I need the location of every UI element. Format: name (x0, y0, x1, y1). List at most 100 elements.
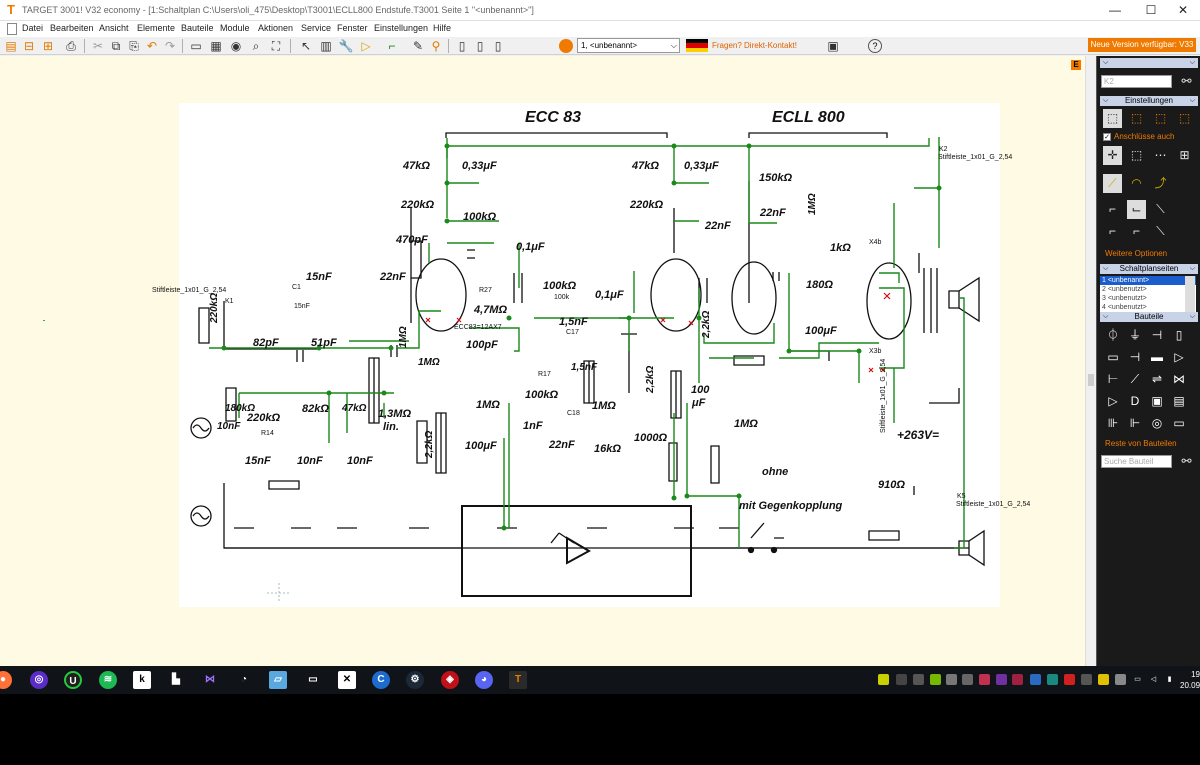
sheet-select[interactable]: 1, <unbenannt> ⌵ (577, 38, 680, 53)
help-icon[interactable]: ? (868, 39, 882, 53)
updater-icon[interactable]: U (64, 671, 82, 689)
maximize-button[interactable]: ☐ (1145, 3, 1157, 17)
sheet-item[interactable]: 1 <unbenannt> (1100, 276, 1196, 285)
undo-icon[interactable]: ↶ (146, 39, 158, 53)
amplifier-icon[interactable]: ▷ (1108, 394, 1118, 408)
minimize-button[interactable]: — (1109, 3, 1121, 17)
component-library-icon[interactable]: ▥ (320, 39, 332, 53)
menu-bearbeiten[interactable]: Bearbeiten (50, 23, 94, 33)
tray-icon-14[interactable] (1098, 674, 1109, 685)
zoom-icon[interactable]: ⌕ (252, 39, 260, 53)
wire-diagonal-icon[interactable]: ⟋ (1103, 174, 1122, 193)
wire-step-6-icon[interactable]: ⟍ (1156, 224, 1165, 238)
clock[interactable]: 19 20.09 (1180, 669, 1200, 691)
menu-datei[interactable]: Datei (22, 23, 44, 33)
steam-icon[interactable]: ⚙ (406, 671, 424, 689)
tray-icon-10[interactable] (1030, 674, 1041, 685)
crystal-icon[interactable]: ▯ (1175, 328, 1183, 342)
binoculars-icon[interactable]: ⚯ (1181, 454, 1192, 468)
display-icon[interactable]: ▭ (1173, 416, 1185, 430)
tray-icon-1[interactable] (878, 674, 889, 685)
wire-step-2-icon[interactable]: ⌙ (1127, 200, 1146, 219)
relay-icon[interactable]: ⇌ (1151, 372, 1163, 386)
select-mode-icon[interactable]: ⬚ (1103, 109, 1122, 128)
select-mode-2-icon[interactable]: ⬚ (1130, 111, 1143, 125)
terminal-app-icon[interactable]: ▭ (308, 674, 318, 685)
spotify-icon[interactable]: ≋ (99, 671, 117, 689)
menu-ansicht[interactable]: Ansicht (99, 23, 129, 33)
copy-icon[interactable]: ⧉ (111, 39, 121, 53)
ic-icon[interactable]: ▤ (1173, 394, 1185, 408)
notes-app-icon[interactable]: ▱ (269, 671, 287, 689)
tray-icon-8[interactable] (996, 674, 1007, 685)
wire-arc-icon[interactable]: ◠ (1131, 176, 1142, 190)
microphone-icon[interactable]: ▮ (1167, 676, 1172, 683)
contact-link[interactable]: Fragen? Direkt-Kontakt! (712, 41, 797, 50)
sheet-list-scrollbar[interactable] (1185, 276, 1195, 312)
meter-icon[interactable]: ◎ (1151, 416, 1163, 430)
einstellungen-header[interactable]: ⌵Einstellungen⌵ (1100, 96, 1198, 106)
flipflop-icon[interactable]: ▣ (1151, 394, 1163, 408)
bauteile-header[interactable]: ⌵Bauteile⌵ (1100, 312, 1198, 322)
menu-module[interactable]: Module (220, 23, 250, 33)
menu-fenster[interactable]: Fenster (337, 23, 368, 33)
firefox-icon[interactable]: ● (0, 671, 12, 689)
zoom-fit-icon[interactable]: ⛶ (271, 39, 281, 53)
paste-icon[interactable]: ⎘ (129, 39, 139, 53)
sheet-item[interactable]: 2 <unbenutzt> (1102, 286, 1147, 293)
tray-icon-5[interactable] (946, 674, 957, 685)
target-taskbar-icon[interactable]: T (509, 671, 527, 689)
wire-step-1-icon[interactable]: ⌐ (1108, 202, 1116, 216)
transistor-icon[interactable]: ⊢ (1107, 372, 1119, 386)
place-symbol-icon[interactable]: ▷ (361, 39, 371, 53)
wire-step-3-icon[interactable]: ⟍ (1156, 202, 1165, 216)
sheet-list[interactable]: 1 <unbenannt> 2 <unbenutzt> 3 <unbenutzt… (1100, 276, 1196, 312)
unity-icon[interactable]: ✕ (338, 671, 356, 689)
wrench-icon[interactable]: 🔧 (338, 39, 354, 53)
schematic-image[interactable]: ECC 83 ECLL 800 47kΩ 0,33μF 47kΩ 0,33μF … (152, 103, 1030, 607)
menu-service[interactable]: Service (301, 23, 332, 33)
select-pointer-icon[interactable]: ↖ (300, 39, 312, 53)
wire-step-4-icon[interactable]: ⌐ (1108, 224, 1116, 238)
layers-icon[interactable]: ▦ (210, 39, 222, 53)
page-2-icon[interactable]: ▯ (476, 39, 484, 53)
network-icon[interactable]: ▭ (1134, 676, 1141, 683)
page-3-icon[interactable]: ▯ (494, 39, 502, 53)
ground-icon[interactable]: ⏚ (1128, 328, 1141, 342)
logic-gate-icon[interactable]: D (1130, 394, 1140, 408)
capacitor-icon[interactable]: ⊣ (1129, 350, 1141, 364)
tray-icon-6[interactable] (962, 674, 973, 685)
wire-curve-icon[interactable]: ⤴ (1154, 176, 1167, 190)
binoculars-icon[interactable]: ⚯ (1181, 74, 1192, 88)
grid-icon[interactable]: ⊞ (1179, 148, 1190, 162)
open-file-icon[interactable]: ⊟ (23, 39, 35, 53)
wire-step-5-icon[interactable]: ⌐ (1132, 224, 1140, 238)
capacitor-polar-icon[interactable]: ⊣ (1151, 328, 1163, 342)
probe-icon[interactable]: ⚲ (431, 39, 441, 53)
nvidia-icon[interactable] (930, 674, 941, 685)
tray-icon-7[interactable] (979, 674, 990, 685)
document-icon[interactable] (7, 23, 17, 35)
resistor-icon[interactable]: ▭ (1107, 350, 1119, 364)
search-component-field[interactable]: K2 (1101, 75, 1172, 88)
select-mode-3-icon[interactable]: ⬚ (1154, 111, 1167, 125)
print-icon[interactable]: ⎙ (66, 39, 76, 53)
close-button[interactable]: ✕ (1177, 3, 1189, 17)
pin-header-icon[interactable]: ⊪ (1107, 416, 1119, 430)
c-app-icon[interactable]: C (372, 671, 390, 689)
sheet-item[interactable]: 3 <unbenutzt> (1102, 295, 1147, 302)
scrollbar-thumb[interactable] (1088, 374, 1094, 386)
visual-studio-icon[interactable]: ⋈ (205, 674, 215, 685)
app-ok-icon[interactable]: k (133, 671, 151, 689)
schaltplanseiten-header[interactable]: ⌵Schaltplanseiten⌵ (1100, 264, 1198, 274)
move-icon[interactable]: ⬚ (1130, 148, 1143, 162)
diode-bridge-icon[interactable]: ⋈ (1173, 372, 1185, 386)
tray-icon-11[interactable] (1047, 674, 1058, 685)
tray-icon-9[interactable] (1012, 674, 1023, 685)
tray-icon-2[interactable] (896, 674, 907, 685)
volume-icon[interactable]: ◁ (1150, 676, 1157, 683)
printer-app-icon[interactable]: ▙ (172, 674, 180, 685)
redo-icon[interactable]: ↷ (164, 39, 176, 53)
menu-bauteile[interactable]: Bauteile (181, 23, 214, 33)
new-file-icon[interactable]: ▤ (5, 39, 17, 53)
